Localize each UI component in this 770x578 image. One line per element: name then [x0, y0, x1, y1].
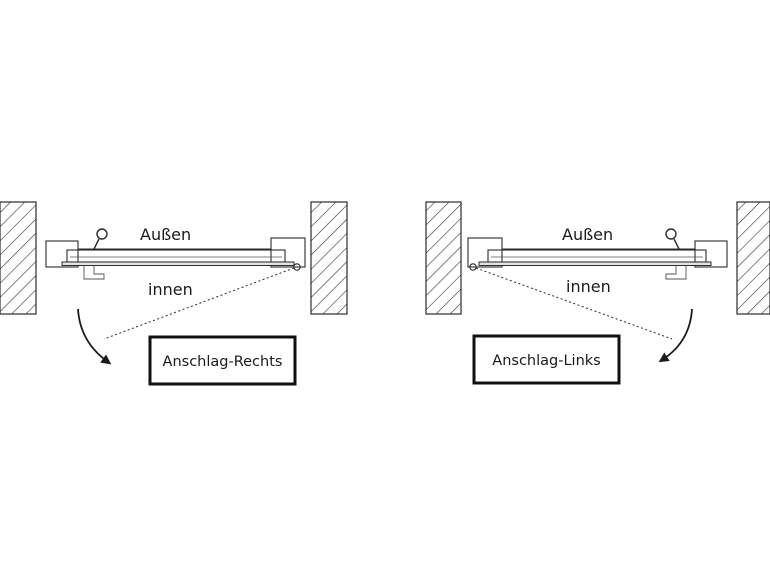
right-hinge-label-box [472, 334, 621, 385]
left-panel: Außen innen Anschlag-Rechts [0, 201, 348, 386]
left-swing-line [103, 267, 295, 340]
right-hinge-pivot-icon [469, 263, 477, 271]
right-swing-line [475, 267, 673, 340]
right-panel: Außen innen Anschlag-Links [425, 201, 770, 385]
right-lower-fitting [665, 265, 687, 280]
right-outside-label: Außen [562, 225, 613, 244]
right-swing-arrow-icon [658, 308, 693, 363]
right-inside-label: innen [566, 277, 611, 296]
left-swing-arrow-icon [77, 308, 112, 365]
left-frame-block-left [45, 240, 79, 268]
right-wall-right [736, 201, 770, 315]
left-door-leaf [61, 248, 295, 266]
left-hinge-label-box [148, 335, 297, 386]
right-hinge-label: Anschlag-Links [492, 353, 600, 369]
right-wall-left [425, 201, 462, 315]
left-wall-right [310, 201, 348, 315]
right-handle-icon [665, 228, 680, 250]
left-outside-label: Außen [140, 225, 191, 244]
right-frame-block-right [694, 240, 728, 268]
left-wall-left [0, 201, 37, 315]
left-frame-block-right [270, 237, 306, 268]
left-lower-fitting [83, 265, 105, 280]
left-handle-icon [93, 228, 108, 250]
right-frame-block-left [467, 237, 503, 268]
left-inside-label: innen [148, 280, 193, 299]
right-door-leaf [478, 248, 712, 266]
left-hinge-pivot-icon [293, 263, 301, 271]
left-hinge-label: Anschlag-Rechts [163, 354, 283, 370]
